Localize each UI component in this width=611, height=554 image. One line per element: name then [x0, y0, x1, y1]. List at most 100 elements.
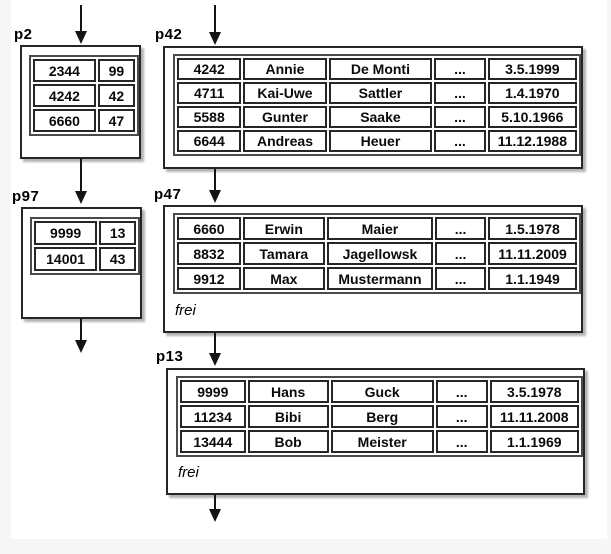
page-label-p42: p42 — [155, 26, 183, 43]
table-cell: 8832 — [177, 242, 241, 265]
table-cell: Annie — [243, 58, 327, 80]
table-cell: 14001 — [34, 247, 98, 271]
table-cell: De Monti — [328, 58, 433, 80]
table-cell: 13444 — [180, 430, 246, 453]
table-cell: 11234 — [180, 405, 246, 428]
page-label-p13: p13 — [156, 348, 184, 365]
table-cell: 1.1.1969 — [489, 430, 579, 453]
table-cell: Heuer — [328, 130, 433, 152]
arrow-from-p97-head-icon — [75, 340, 87, 353]
table-cell: 1.4.1970 — [487, 82, 577, 104]
table-cell: 2344 — [33, 59, 96, 82]
table-cell: Kai-Uwe — [243, 82, 327, 104]
arrow-into-p2-line — [80, 5, 82, 32]
table-cell: ... — [435, 380, 488, 403]
table-cell: 4711 — [177, 82, 242, 104]
table-cell: ... — [434, 130, 486, 152]
page-label-p47: p47 — [154, 186, 182, 203]
table-cell: 47 — [97, 109, 135, 132]
arrow-p42-to-p47-head-icon — [209, 190, 221, 203]
table-cell: 11.11.2009 — [488, 242, 577, 265]
table-cell: ... — [435, 267, 487, 290]
table-cell: ... — [435, 430, 488, 453]
arrow-from-p13-head-icon — [209, 509, 221, 522]
page-label-p97: p97 — [12, 188, 40, 205]
table-cell: Andreas — [243, 130, 327, 152]
table-cell: Guck — [330, 380, 434, 403]
arrow-p47-to-p13-line — [214, 333, 216, 354]
arrow-from-p97-line — [80, 319, 82, 341]
table-cell: Gunter — [243, 106, 327, 128]
free-space-label-p47: frei — [175, 302, 196, 319]
table-cell: Mustermann — [326, 267, 434, 290]
table-cell: Max — [242, 267, 325, 290]
arrow-from-p13-line — [214, 495, 216, 510]
table-cell: 5.10.1966 — [487, 106, 577, 128]
table-cell: 1.1.1949 — [488, 267, 577, 290]
table-cell: 11.12.1988 — [487, 130, 577, 152]
table-cell: Jagellowsk — [326, 242, 434, 265]
table-cell: Erwin — [242, 217, 325, 240]
table-cell: 9999 — [34, 221, 98, 245]
table-cell: Tamara — [242, 242, 325, 265]
page-label-p2: p2 — [14, 26, 33, 43]
table-cell: Sattler — [328, 82, 433, 104]
table-cell: ... — [435, 242, 487, 265]
table-cell: 11.11.2008 — [489, 405, 579, 428]
arrow-p42-to-p47-line — [214, 169, 216, 191]
table-cell: 6660 — [177, 217, 241, 240]
arrow-p47-to-p13-head-icon — [209, 353, 221, 366]
table-cell: 13 — [99, 221, 136, 245]
table-cell: ... — [434, 58, 486, 80]
table-cell: ... — [434, 106, 486, 128]
table-cell: 6644 — [177, 130, 242, 152]
free-space-label-p13: frei — [178, 464, 199, 481]
arrow-into-p42-head-icon — [209, 32, 221, 45]
table-cell: ... — [435, 405, 488, 428]
table-cell: Bibi — [247, 405, 329, 428]
table-cell: Saake — [328, 106, 433, 128]
table-cell: 6660 — [33, 109, 96, 132]
table-cell: Bob — [247, 430, 329, 453]
table-cell: Berg — [330, 405, 434, 428]
table-cell: 43 — [99, 247, 136, 271]
table-cell: ... — [435, 217, 487, 240]
table-cell: 4242 — [33, 84, 96, 107]
table-cell: ... — [434, 82, 486, 104]
arrow-p2-to-p97-line — [80, 159, 82, 192]
table-cell: 9912 — [177, 267, 241, 290]
table-cell: 42 — [97, 84, 135, 107]
table-cell: Meister — [330, 430, 434, 453]
table-cell: 3.5.1978 — [489, 380, 579, 403]
arrow-into-p2-head-icon — [75, 31, 87, 44]
table-cell: Maier — [326, 217, 434, 240]
table-cell: 3.5.1999 — [487, 58, 577, 80]
table-cell: 99 — [97, 59, 135, 82]
table-cell: 5588 — [177, 106, 242, 128]
